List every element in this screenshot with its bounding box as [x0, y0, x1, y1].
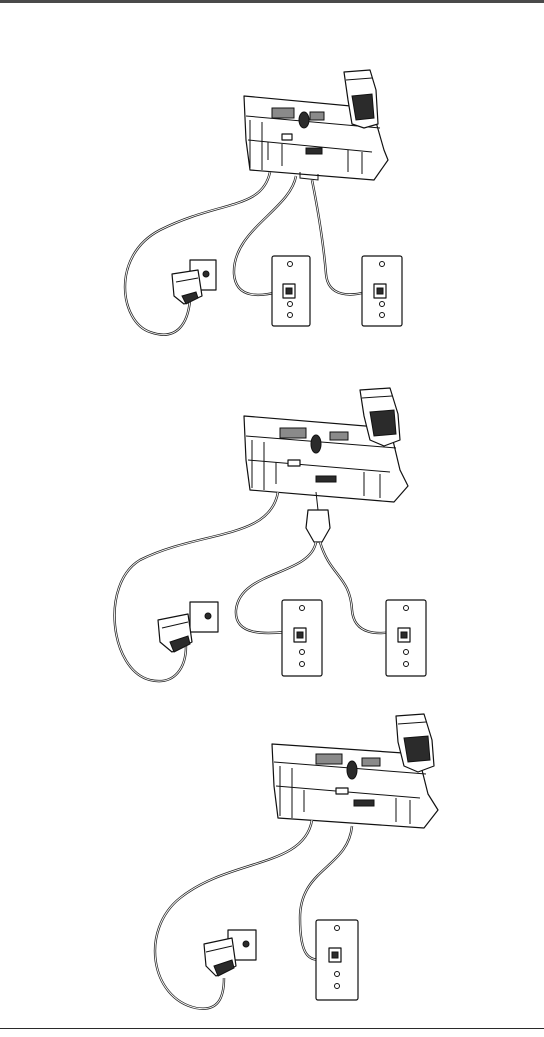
line-splitter	[306, 492, 330, 542]
power-adapter	[204, 938, 236, 976]
installation-diagram-two-lines	[0, 60, 544, 360]
installation-diagram-one-line	[0, 708, 544, 1028]
telephone-wall-jack	[386, 600, 426, 676]
telephone-wall-jack	[282, 600, 322, 676]
power-adapter	[172, 270, 202, 304]
telephone-wall-jack	[272, 256, 310, 326]
top-rule	[0, 0, 544, 3]
installation-diagram-splitter	[0, 380, 544, 700]
power-outlet	[190, 602, 218, 632]
telephone-wall-jack	[316, 920, 358, 1000]
telephone-wall-jack	[362, 256, 402, 326]
bottom-rule	[0, 1028, 544, 1029]
